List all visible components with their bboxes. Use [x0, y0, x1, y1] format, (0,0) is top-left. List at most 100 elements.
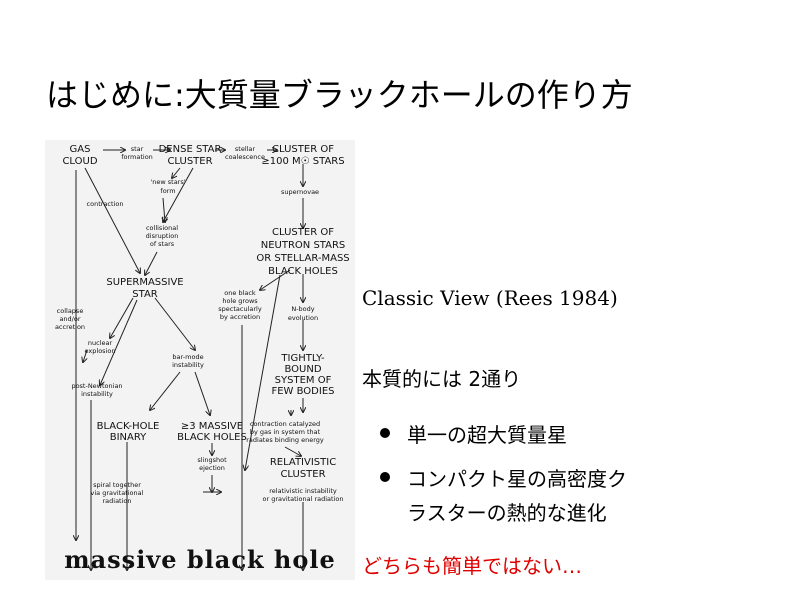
diagram-node-line: contraction [87, 200, 124, 208]
diagram-node-line: SYSTEM OF [275, 375, 332, 386]
diagram-node-line: via gravitational [91, 489, 144, 497]
diagram-node-line: contraction catalyzed [250, 420, 320, 428]
diagram-node-line: BINARY [110, 432, 147, 443]
diagram-arrow [145, 251, 158, 275]
diagram-arrow [172, 167, 181, 178]
diagram-node-line: instability [172, 361, 204, 369]
diagram-node-line: CLUSTER [167, 156, 212, 167]
diagram-node-line: evolution [288, 314, 318, 322]
bullet-text: ラスターの熱的な進化 [407, 501, 607, 525]
diagram-node-line: 'new stars' [150, 178, 185, 186]
diagram-node-line: radiates binding energy [246, 436, 324, 444]
diagram-node-line: ≥3 MASSIVE [181, 421, 243, 432]
diagram-arrow [100, 299, 138, 385]
massive-black-hole-label: massive black hole [64, 545, 336, 574]
diagram-node-line: accretion [55, 323, 85, 331]
diagram-arrow [163, 167, 194, 222]
diagram-node-line: BLACK HOLES [177, 432, 247, 443]
diagram-node-line: by gas in system that [250, 428, 321, 436]
diagram-arrow [260, 269, 291, 290]
diagram-node-line: CLOUD [62, 156, 97, 167]
diagram-node-line: NEUTRON STARS [261, 240, 346, 251]
diagram-node-line: FEW BODIES [271, 386, 334, 397]
diagram-node-line: BLACK HOLES [268, 266, 338, 277]
diagram-node-line: BLACK-HOLE [97, 421, 160, 432]
bullet-icon [380, 472, 390, 482]
diagram-node-line: collapse [57, 307, 84, 315]
diagram-node-line: post-Newtonian [71, 382, 122, 390]
diagram-node-line: form [160, 187, 175, 195]
diagram-node-line: radiation [102, 497, 131, 505]
slide-title: はじめに:大質量ブラックホールの作り方 [46, 76, 633, 114]
diagram-node-line: of stars [150, 240, 175, 248]
diagram-node-line: one black [224, 289, 256, 297]
diagram-node-line: hole grows [222, 297, 258, 305]
classic-view-label: Classic View (Rees 1984) [362, 286, 618, 310]
diagram-node-line: and/or [59, 315, 80, 323]
diagram-node-line: collisional [146, 224, 178, 232]
diagram-node-line: TIGHTLY- [280, 353, 325, 364]
diagram-node-line: DENSE STAR [159, 144, 222, 155]
diagram-node-line: CLUSTER OF [272, 144, 334, 155]
diagram-arrow [194, 371, 210, 415]
diagram-node-contraction: contraction [87, 200, 124, 208]
diagram-node-line: OR STELLAR-MASS [256, 253, 349, 264]
diagram-node-line: by accretion [220, 313, 260, 321]
diagram-node-line: BOUND [284, 364, 321, 375]
diagram-node-line: spiral together [93, 481, 141, 489]
diagram-node-line: CLUSTER [280, 469, 325, 480]
diagram-node-line: ejection [199, 464, 225, 472]
diagram-node-line: GAS [70, 144, 91, 155]
bullet-text: コンパクト星の高密度ク [407, 467, 627, 491]
diagram-node-line: instability [81, 390, 113, 398]
bullet-icon [380, 428, 390, 438]
diagram-node-line: spectacularly [218, 305, 262, 313]
diagram-node-line: relativistic instability [269, 487, 337, 495]
subtitle: 本質的には 2通り [362, 367, 522, 391]
diagram-node-line: disruption [146, 232, 179, 240]
diagram-node-line: explosion [85, 347, 116, 355]
diagram-node-line: or gravitational radiation [262, 495, 343, 503]
diagram-node-line: star [131, 145, 144, 153]
diagram-arrow [163, 197, 165, 222]
diagram-node-line: STAR [132, 289, 158, 300]
bullet-text: 単一の超大質量星 [407, 423, 567, 447]
diagram-node-cluster-massive: CLUSTER OF≥100 M☉ STARS [261, 144, 344, 167]
diagram-arrow [245, 274, 281, 470]
diagram-node-line: slingshot [197, 456, 227, 464]
diagram-node-line: coalescence [225, 153, 265, 161]
diagram-arrow [284, 446, 301, 456]
diagram-arrow [110, 297, 134, 338]
diagram-node-line: N-body [291, 305, 314, 313]
diagram-node-line: stellar [235, 145, 256, 153]
diagram-node-line: RELATIVISTIC [270, 457, 336, 468]
diagram-node-line: ≥100 M☉ STARS [261, 156, 344, 167]
diagram-arrow [154, 297, 195, 350]
diagram-node-supernovae: supernovae [281, 188, 319, 196]
diagram-arrow [83, 349, 88, 362]
diagram-node-line: SUPERMASSIVE [106, 277, 183, 288]
diagram-node-line: bar-mode [172, 353, 203, 361]
